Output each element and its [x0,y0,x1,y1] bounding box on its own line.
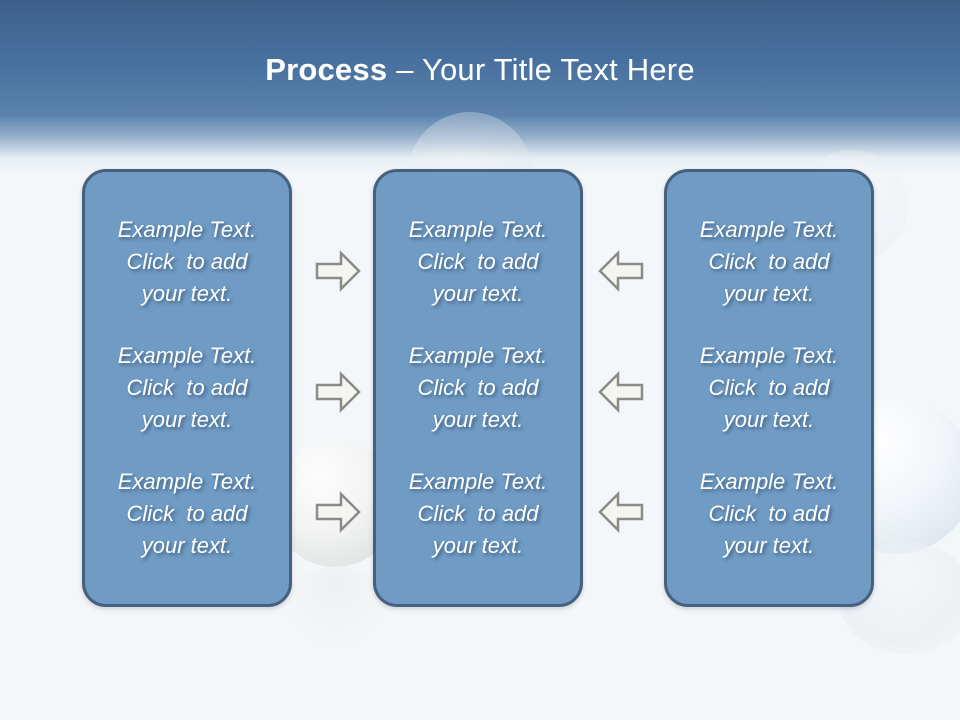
block-arrow-left-icon [597,249,645,293]
text-placeholder[interactable]: Example Text. Click to add your text. [699,217,839,306]
process-column-left[interactable]: Example Text. Click to add your text. Ex… [82,169,292,607]
page-title[interactable]: Process– Your Title Text Here [0,52,960,88]
block-arrow-right-icon [314,249,362,293]
process-column-right[interactable]: Example Text. Click to add your text. Ex… [664,169,874,607]
text-placeholder[interactable]: Example Text. Click to add your text. [117,469,257,558]
block-arrow-right-icon [314,370,362,414]
text-placeholder[interactable]: Example Text. Click to add your text. [408,217,548,306]
text-placeholder[interactable]: Example Text. Click to add your text. [117,217,257,306]
title-keyword: Process [265,52,388,87]
block-arrow-right-icon [314,490,362,534]
text-placeholder[interactable]: Example Text. Click to add your text. [408,469,548,558]
title-rest: – Your Title Text Here [396,52,695,87]
block-arrow-left-icon [597,490,645,534]
text-placeholder[interactable]: Example Text. Click to add your text. [699,343,839,432]
process-column-middle[interactable]: Example Text. Click to add your text. Ex… [373,169,583,607]
text-placeholder[interactable]: Example Text. Click to add your text. [699,469,839,558]
text-placeholder[interactable]: Example Text. Click to add your text. [117,343,257,432]
text-placeholder[interactable]: Example Text. Click to add your text. [408,343,548,432]
block-arrow-left-icon [597,370,645,414]
